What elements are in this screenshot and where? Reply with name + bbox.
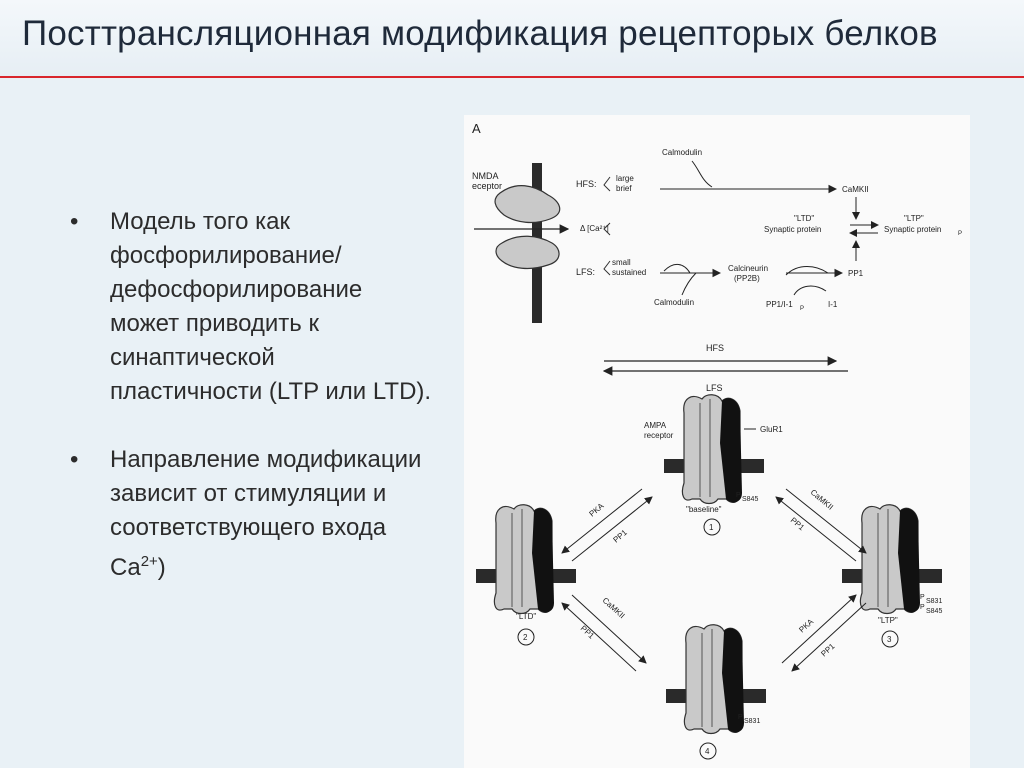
state-number-2: 2 bbox=[523, 633, 528, 642]
state-number-circle bbox=[517, 628, 535, 646]
bullet-item: • Модель того как фосфорилирование/ дефо… bbox=[62, 205, 432, 409]
sustained-label: sustained bbox=[612, 268, 646, 277]
glur1-label: GluR1 bbox=[760, 425, 783, 434]
state-number-1: 1 bbox=[709, 523, 714, 532]
i1-label: I-1 bbox=[828, 300, 838, 309]
state-number-circle bbox=[703, 518, 721, 536]
bullet-text: Направление модификации зависит от стиму… bbox=[110, 446, 422, 581]
brief-label: brief bbox=[616, 184, 632, 193]
bullet-text: Модель того как фосфорилирование/ дефосф… bbox=[110, 208, 432, 405]
camkii-label: CaMKII bbox=[842, 185, 869, 194]
ltd-quote-label: "LTD" bbox=[794, 214, 814, 223]
pka-label: PKA bbox=[797, 617, 815, 635]
ampa-label: AMPA bbox=[644, 421, 667, 430]
ltd-state-label: "LTD" bbox=[516, 612, 536, 621]
pp1-label: PP1 bbox=[789, 516, 807, 533]
bullet-item: • Направление модификации зависит от сти… bbox=[62, 443, 432, 585]
large-label: large bbox=[616, 174, 634, 183]
ltp-protein-label: Synaptic protein bbox=[884, 225, 941, 234]
hfs-label: HFS: bbox=[576, 179, 597, 189]
s845-label: S845 bbox=[926, 608, 942, 615]
phospho-p-label: P bbox=[920, 604, 925, 611]
nmda-receptor bbox=[474, 163, 570, 323]
phospho-p-label: P bbox=[920, 594, 925, 601]
calcineurin-label: Calcineurin bbox=[728, 264, 768, 273]
nmda-label-line2: eceptor bbox=[472, 181, 502, 191]
ltp-protein-subscript: P bbox=[958, 231, 962, 237]
state-number-circle bbox=[699, 742, 717, 760]
slide-title: Посттрансляционная модификация рецепторы… bbox=[22, 14, 938, 53]
bullet-marker: • bbox=[70, 446, 79, 473]
hfs-arrow-label: HFS bbox=[706, 343, 724, 353]
camkii-arrow-label: CaMKII bbox=[809, 488, 835, 512]
s831-label: S831 bbox=[744, 718, 760, 725]
pp1-label: PP1 bbox=[579, 624, 597, 641]
title-underline bbox=[0, 76, 1024, 78]
ampa-receptor-ltd bbox=[475, 504, 577, 615]
ltp-state-label: "LTP" bbox=[878, 616, 898, 625]
nmda-label-line1: NMDA bbox=[472, 171, 499, 181]
calmodulin-top-label: Calmodulin bbox=[662, 148, 702, 157]
small-label: small bbox=[612, 258, 631, 267]
baseline-label: "baseline" bbox=[686, 505, 722, 514]
lfs-arrow-label: LFS bbox=[706, 383, 723, 393]
pp2b-label: (PP2B) bbox=[734, 274, 760, 283]
camkii-arrow-label: CaMKII bbox=[601, 596, 627, 621]
bullet-marker: • bbox=[70, 208, 79, 235]
signaling-diagram: A NMDA eceptor HFS: LFS: large brief Δ [… bbox=[472, 121, 962, 760]
calcium-change-label: Δ [Ca²⁺] bbox=[580, 224, 609, 233]
state-number-circle bbox=[881, 630, 899, 648]
panel-letter: A bbox=[472, 121, 481, 136]
ltd-protein-label: Synaptic protein bbox=[764, 225, 821, 234]
pp1-i1-subscript: P bbox=[800, 306, 804, 312]
s831-label: S831 bbox=[926, 598, 942, 605]
bullet-tail: ) bbox=[157, 554, 166, 581]
superscript-2plus: 2+ bbox=[140, 553, 158, 570]
pp1-i1-label: PP1/I-1 bbox=[766, 300, 793, 309]
pp1-top-label: PP1 bbox=[848, 269, 864, 278]
state-number-4: 4 bbox=[705, 747, 710, 756]
ampa-receptor-baseline bbox=[663, 394, 765, 505]
lfs-label: LFS: bbox=[576, 267, 595, 277]
s845-label: S845 bbox=[742, 496, 758, 503]
phospho-p-label: P bbox=[736, 492, 741, 499]
title-bar: Посттрансляционная модификация рецепторы… bbox=[0, 0, 1024, 78]
phospho-p-label: P bbox=[738, 714, 743, 721]
calmodulin-bottom-label: Calmodulin bbox=[654, 298, 694, 307]
pp1-label: PP1 bbox=[612, 528, 630, 545]
ltp-quote-label: "LTP" bbox=[904, 214, 924, 223]
state-number-3: 3 bbox=[887, 635, 892, 644]
diagram-figure: A NMDA eceptor HFS: LFS: large brief Δ [… bbox=[464, 115, 970, 768]
receptor-label: receptor bbox=[644, 431, 674, 440]
bullet-list: • Модель того как фосфорилирование/ дефо… bbox=[62, 205, 432, 585]
pka-label: PKA bbox=[588, 501, 607, 519]
